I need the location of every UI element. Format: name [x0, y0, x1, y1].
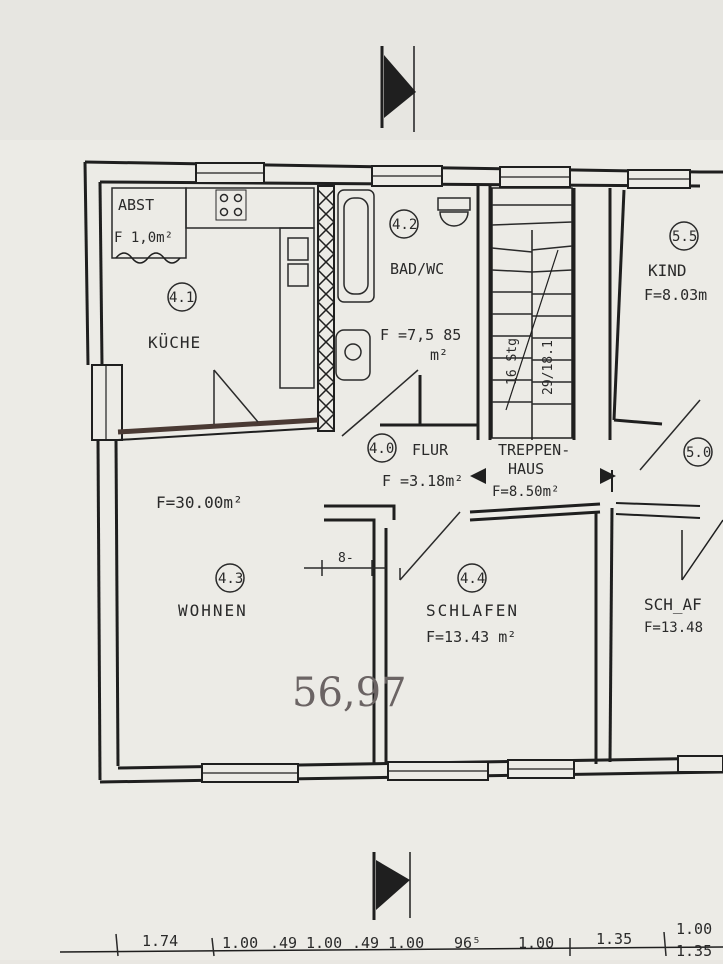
- schlafen-area: F=13.43 m²: [426, 628, 516, 646]
- dim-label: 1.35: [596, 930, 632, 948]
- schlafen2-area: F=13.48: [644, 620, 703, 636]
- abst-area: F 1,0m²: [114, 230, 173, 246]
- bad-unit: m²: [430, 346, 448, 364]
- flur-area: F =3.18m²: [382, 472, 463, 490]
- room-wohnen: F=30.00m² 4.3 WOHNEN: [156, 493, 248, 620]
- dim-label: .49: [270, 934, 297, 952]
- treppenhaus-name-1: TREPPEN-: [498, 441, 570, 459]
- section-marker-top-icon: [380, 46, 416, 132]
- handwritten-total: 56,97: [292, 670, 407, 716]
- kueche-name: KÜCHE: [148, 333, 201, 352]
- dim-label: 1.00: [518, 934, 554, 952]
- kueche-number: 4.1: [169, 290, 194, 306]
- door-swings: [213, 369, 701, 581]
- section-marker-bottom-icon: [372, 852, 411, 920]
- abstellraum: ABST F 1,0m²: [111, 187, 187, 264]
- room-treppenhaus: TREPPEN- HAUS F=8.50m²: [470, 441, 616, 500]
- flur-number: 4.0: [369, 441, 394, 457]
- dim-label: .49: [352, 934, 379, 952]
- wohnen-number: 4.3: [218, 571, 243, 587]
- bath-fixtures: [335, 189, 471, 381]
- kind-area: F=8.03m: [644, 286, 707, 304]
- dim-label: 1.35: [676, 942, 712, 960]
- kind-number: 5.5: [672, 229, 697, 245]
- room-bad: 4.2 BAD/WC F =7,5 85 m²: [380, 209, 461, 364]
- room-flur: 4.0 FLUR F =3.18m²: [367, 433, 463, 490]
- room-kind: 5.5 KIND F=8.03m: [644, 221, 707, 304]
- dim-label: 96⁵: [454, 934, 481, 952]
- door-width-dimension: 8-: [304, 551, 386, 576]
- dim-label: 1.74: [142, 932, 178, 950]
- staircase: 16 Stg 29/18.1: [491, 187, 573, 440]
- schlafen-number: 4.4: [460, 571, 485, 587]
- wohnen-area: F=30.00m²: [156, 493, 243, 512]
- dim-label: 1.00: [388, 934, 424, 952]
- schlafen2-name: SCH_AF: [644, 595, 702, 614]
- stairs-steps-label: 16 Stg: [505, 338, 520, 385]
- flur-name: FLUR: [412, 441, 449, 459]
- interior-walls: [117, 185, 723, 764]
- outer-walls: [83, 160, 723, 784]
- abst-label: ABST: [118, 196, 154, 214]
- dim-label: 1.00: [676, 920, 712, 938]
- dim-label: 1.00: [306, 934, 342, 952]
- dimension-line: 1.74 1.00 .49 1.00 .49 1.00 96⁵ 1.00 1.3…: [59, 920, 723, 960]
- door-width-label: 8-: [338, 551, 354, 566]
- arrow-left-icon: [470, 468, 486, 484]
- schlafen-name: SCHLAFEN: [426, 601, 519, 620]
- kind-name: KIND: [648, 261, 687, 280]
- arrow-right-icon: [600, 468, 616, 484]
- room-kueche: 4.1 KÜCHE: [148, 282, 201, 352]
- room-5-0: 5.0: [683, 437, 713, 467]
- wohnen-name: WOHNEN: [178, 601, 248, 620]
- room-schlafen: 4.4 SCHLAFEN F=13.43 m²: [426, 563, 519, 646]
- bad-number: 4.2: [392, 217, 417, 233]
- paper-shade: [0, 0, 723, 140]
- stairs-ratio-label: 29/18.1: [541, 340, 556, 395]
- treppenhaus-name-2: HAUS: [508, 460, 544, 478]
- bad-area: F =7,5 85: [380, 326, 461, 344]
- r50-number: 5.0: [686, 445, 711, 461]
- dim-label: 1.00: [222, 934, 258, 952]
- bad-name: BAD/WC: [390, 260, 444, 278]
- room-schlafen-2: SCH_AF F=13.48: [644, 595, 703, 636]
- treppenhaus-area: F=8.50m²: [492, 484, 559, 500]
